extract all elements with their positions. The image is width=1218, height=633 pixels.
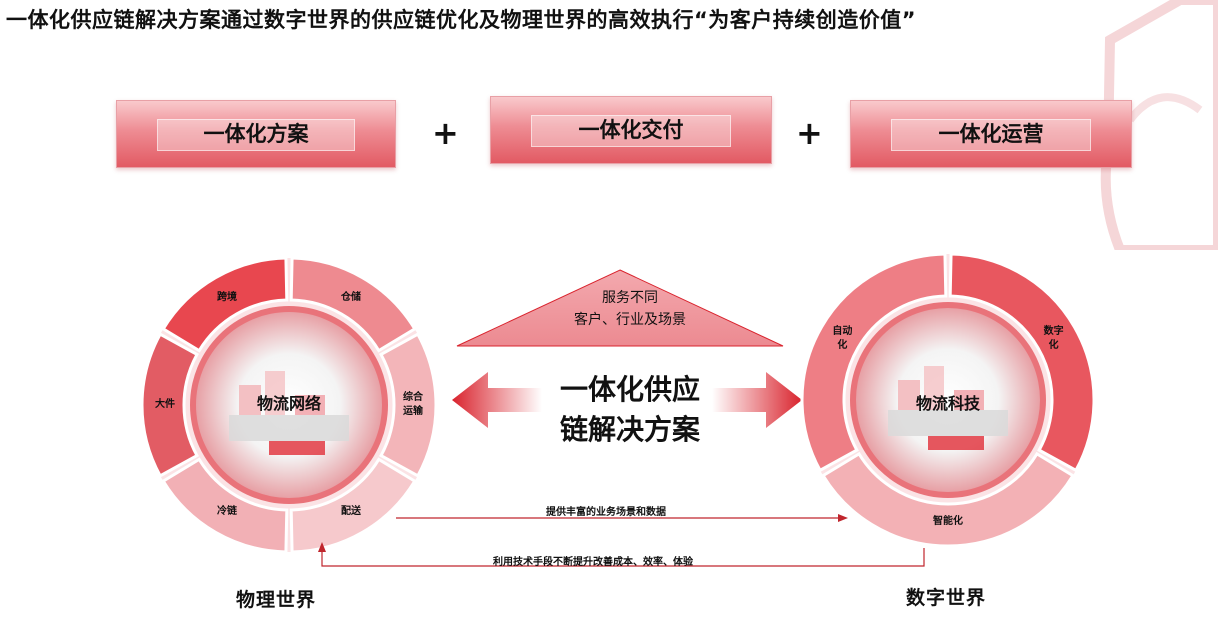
pillar-delivery: 一体化交付 — [490, 96, 772, 164]
ring-segment-label: 智能化 — [933, 516, 963, 527]
flow-line-to-physical — [321, 548, 925, 567]
digital-world-ring — [800, 252, 1096, 548]
ring-segment-label: 配送 — [341, 506, 361, 518]
pillar-inner — [157, 119, 355, 151]
pillar-label: 一体化方案 — [203, 122, 309, 146]
ring-segment-label: 大件 — [155, 399, 175, 410]
center-title: 一体化供应 链解决方案 — [520, 370, 740, 450]
ring-segment-label: 数字化 — [1043, 326, 1064, 351]
core-disc — [856, 308, 1040, 492]
flow-label-to-digital: 提供丰富的业务场景和数据 — [546, 507, 666, 518]
digital-world-label: 数字世界 — [906, 587, 987, 609]
core-illustration-block — [239, 385, 261, 415]
physical-world-ring — [140, 256, 438, 554]
core-disc — [196, 312, 382, 498]
physical-core-label: 物流网络 — [256, 394, 322, 413]
plus-sign: + — [432, 114, 459, 152]
core-illustration-block — [295, 395, 325, 415]
ring-segment — [800, 252, 948, 473]
core-illustration-block — [888, 410, 1008, 436]
ring-segment — [140, 332, 200, 478]
ring-segment-label: 自动化 — [832, 326, 853, 351]
ring-segment-label: 冷链 — [217, 506, 237, 518]
core-illustration-block — [898, 380, 920, 410]
ring-segment — [161, 256, 289, 353]
flow-label-to-physical: 利用技术手段不断提升改善成本、效率、体验 — [493, 557, 693, 568]
page-title: 一体化供应链解决方案通过数字世界的供应链优化及物理世界的高效执行“为客户持续创造… — [6, 8, 917, 32]
pillar-label: 一体化交付 — [578, 118, 684, 142]
ring-segment — [948, 252, 1096, 473]
pillar-inner — [531, 115, 731, 147]
arrow-left-icon — [452, 372, 542, 428]
physical-world-label: 物理世界 — [236, 589, 317, 611]
pillar-inner — [891, 119, 1091, 151]
triangle-line-1: 服务不同 — [602, 290, 658, 306]
pillar-label: 一体化运营 — [938, 122, 1044, 146]
arrow-right-icon — [838, 514, 848, 522]
ring-segment — [161, 457, 289, 554]
ring-segment-label: 跨境 — [217, 291, 237, 303]
ring-segment — [289, 256, 417, 353]
ring-segment-label: 仓储 — [341, 291, 361, 303]
service-triangle — [456, 269, 784, 347]
plus-sign: + — [796, 114, 823, 152]
ring-segment — [289, 457, 417, 554]
core-illustration-block — [954, 390, 984, 410]
ring-segment — [378, 332, 438, 478]
digital-core-label: 物流科技 — [915, 394, 981, 413]
pillar-solution: 一体化方案 — [116, 100, 396, 168]
core-illustration-block — [265, 371, 285, 415]
core-illustration-block — [924, 366, 944, 410]
arrow-right-icon — [712, 372, 802, 428]
pillar-operation: 一体化运营 — [850, 100, 1132, 168]
triangle-text: 服务不同 客户、行业及场景 — [520, 287, 740, 331]
core-illustration-block — [229, 415, 349, 441]
flow-arrows — [318, 514, 925, 567]
arrow-up-icon — [318, 542, 326, 552]
ring-segment — [821, 451, 1075, 548]
core-illustration-block — [269, 441, 325, 455]
center-title-line-1: 一体化供应 — [559, 373, 700, 406]
ring-segment-label: 综合运输 — [403, 392, 423, 417]
core-illustration-block — [928, 436, 984, 450]
center-title-line-2: 链解决方案 — [559, 413, 700, 446]
triangle-line-2: 客户、行业及场景 — [574, 312, 686, 328]
